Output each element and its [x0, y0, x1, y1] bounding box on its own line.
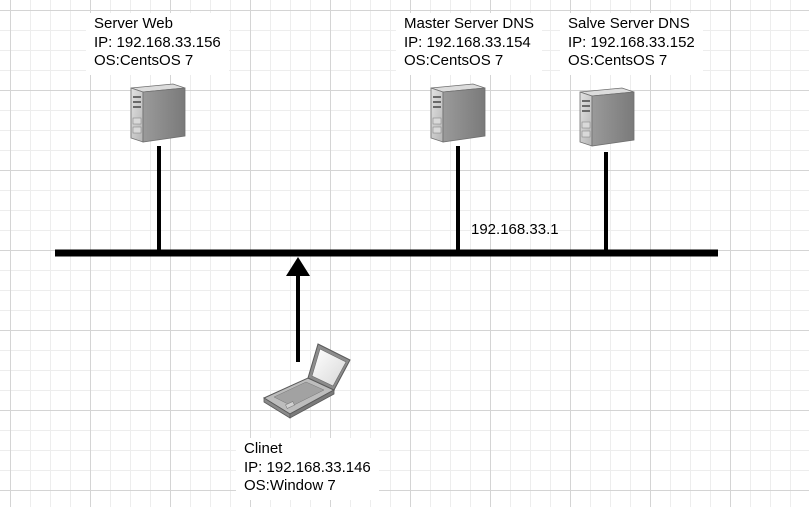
client-laptop-icon [262, 343, 351, 419]
client-os: OS:Window 7 [244, 477, 336, 494]
server-web-icon [130, 83, 186, 143]
server-web-label: Server Web IP: 192.168.33.156 OS:CentsOS… [86, 13, 229, 75]
server-web-ip: IP: 192.168.33.156 [94, 33, 221, 51]
slave-dns-ip: IP: 192.168.33.152 [568, 33, 695, 51]
server-web-os: OS:CentsOS 7 [94, 52, 194, 69]
slave-dns-label: Salve Server DNS IP: 192.168.33.152 OS:C… [560, 13, 703, 75]
client-name: Clinet [244, 440, 283, 457]
master-dns-ip: IP: 192.168.33.154 [404, 33, 531, 51]
client-ip: IP: 192.168.33.146 [244, 458, 371, 476]
slave-dns-os: OS:CentsOS 7 [568, 52, 668, 69]
gateway-ip-label: 192.168.33.1 [471, 221, 559, 238]
master-dns-server-icon [430, 83, 486, 143]
client-label: Clinet IP: 192.168.33.146 OS:Window 7 [236, 438, 379, 500]
master-dns-name: Master Server DNS [404, 15, 535, 32]
slave-dns-name: Salve Server DNS [568, 15, 690, 32]
slave-dns-server-icon [579, 87, 635, 147]
master-dns-label: Master Server DNS IP: 192.168.33.154 OS:… [396, 13, 543, 75]
master-dns-os: OS:CentsOS 7 [404, 52, 504, 69]
server-web-name: Server Web [94, 15, 173, 32]
arrow-head-icon [286, 257, 310, 276]
